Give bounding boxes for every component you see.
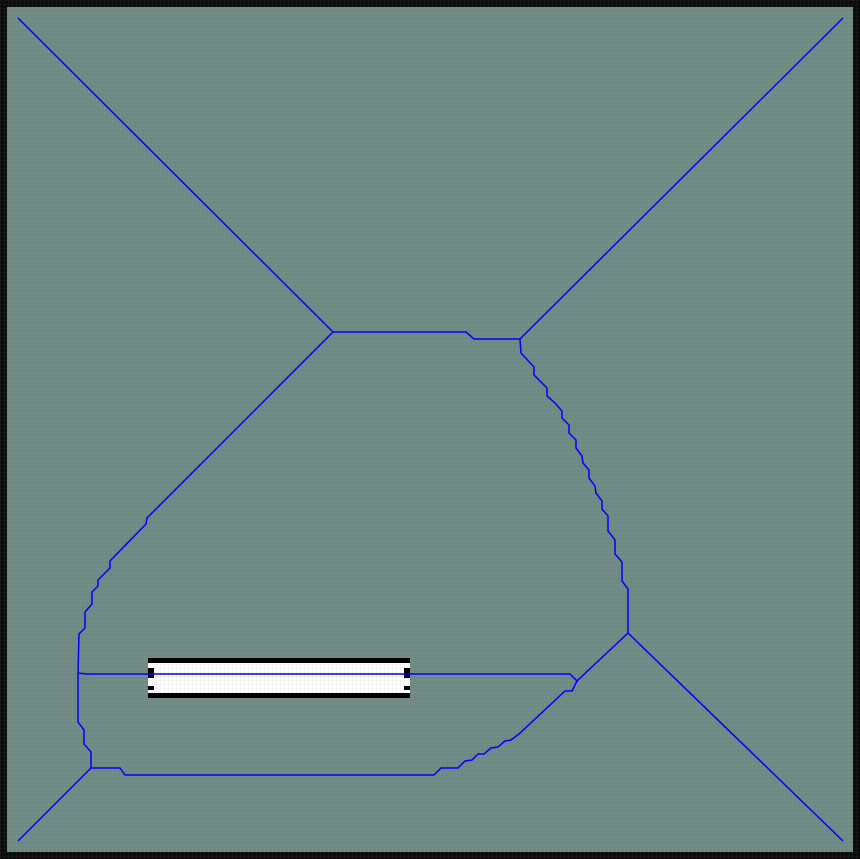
path-edge-top-bar [333, 331, 520, 340]
voronoi-path-edges [17, 17, 844, 842]
path-edge-top-left-diagonal [17, 17, 334, 333]
path-edge-horizontal-through [77, 672, 578, 682]
path-edge-bottom-right-diagonal [627, 632, 844, 842]
path-edge-left-diagonal [77, 331, 334, 674]
path-edge-left-lower [77, 632, 629, 776]
path-edge-right-curve [519, 338, 629, 633]
path-edge-bottom-left-diagonal [17, 767, 92, 842]
obstacle-bar [148, 658, 410, 698]
path-edge-top-right-diagonal [519, 17, 844, 340]
